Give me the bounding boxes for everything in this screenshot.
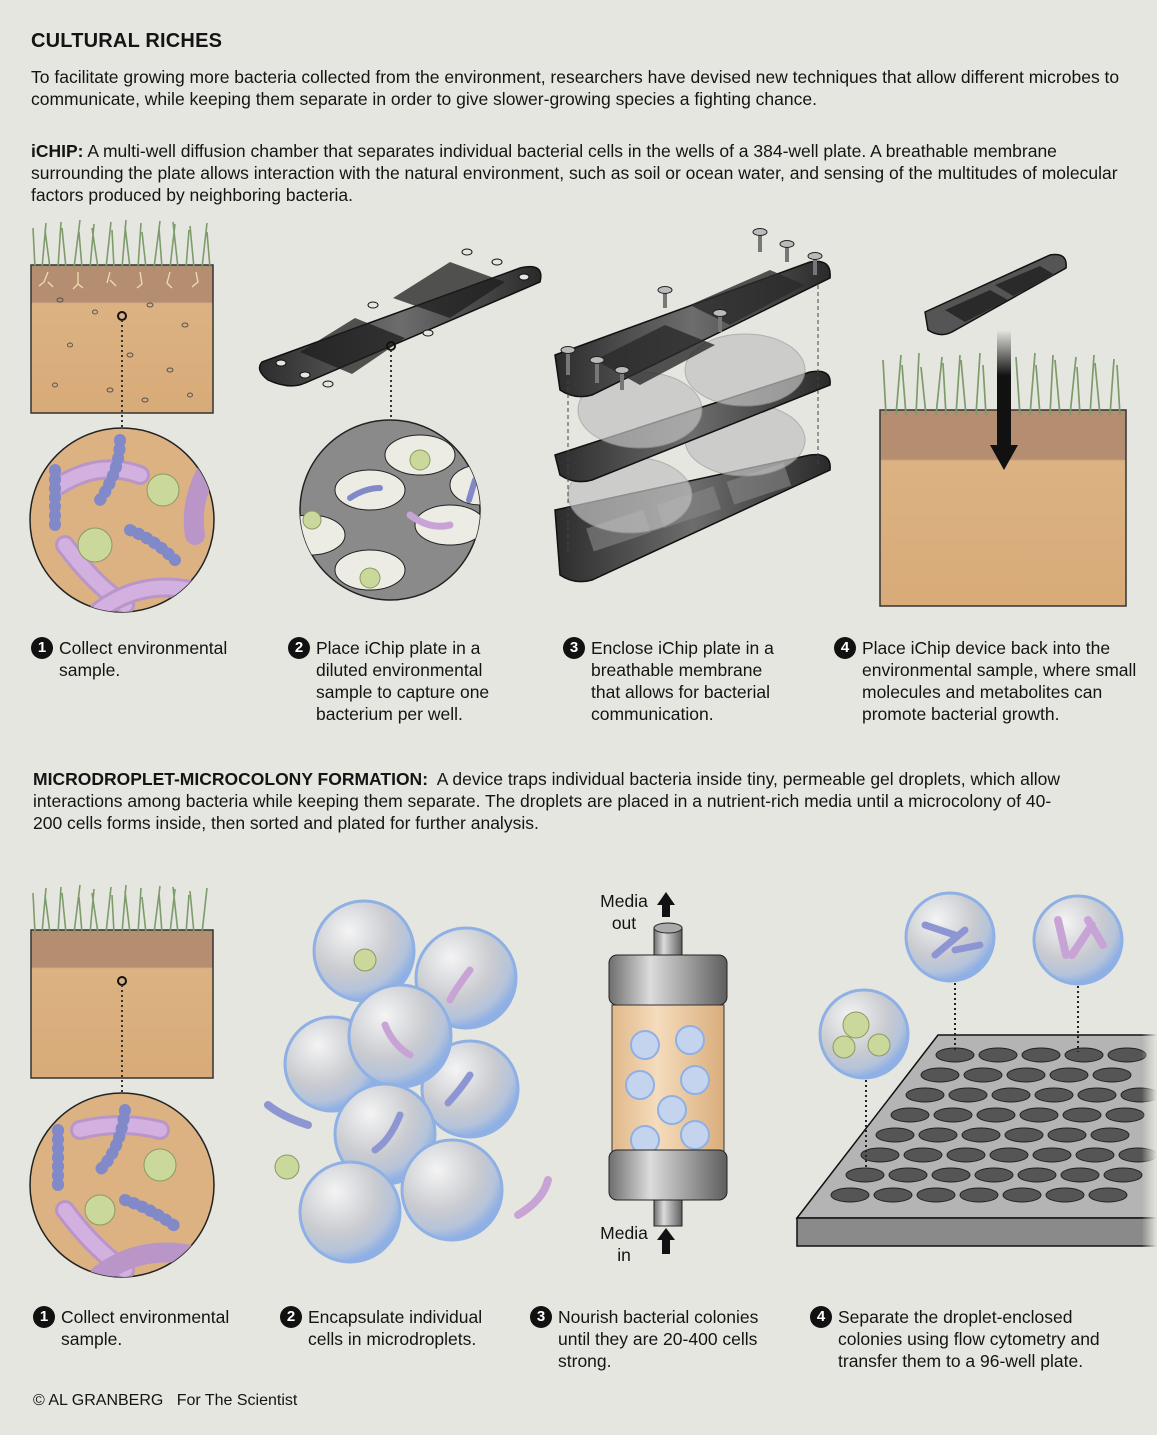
step-number-badge: 4 [834, 637, 856, 659]
step-text: Collect environmental sample. [59, 638, 228, 680]
microdroplet-step-4: 4 Separate the droplet-enclosed colonies… [810, 1306, 1130, 1372]
step-number-badge: 1 [31, 637, 53, 659]
ichip-step-3: 3 Enclose iChip plate in a breathable me… [563, 637, 803, 725]
page-title: CULTURAL RICHES [31, 30, 223, 52]
step-text: Place iChip plate in a diluted environme… [316, 638, 490, 724]
ichip-description: iCHIP: A multi-well diffusion chamber th… [31, 140, 1126, 206]
step-text: Encapsulate individual cells in microdro… [308, 1307, 483, 1349]
microdroplet-description-text: A device traps individual bacteria insid… [33, 769, 1061, 833]
step-number-badge: 2 [288, 637, 310, 659]
step-text: Collect environmental sample. [61, 1307, 230, 1349]
microdroplet-step-2: 2 Encapsulate individual cells in microd… [280, 1306, 510, 1350]
ichip-plate [258, 248, 542, 420]
step-number-badge: 4 [810, 1306, 832, 1328]
microdroplet-label: MICRODROPLET-MICROCOLONY FORMATION: [33, 769, 429, 789]
ichip-step-4: 4 Place iChip device back into the envir… [834, 637, 1144, 725]
media-in-line1: Media [600, 1223, 648, 1243]
microdroplet-step-3: 3 Nourish bacterial colonies until they … [530, 1306, 780, 1372]
media-out-line1: Media [600, 891, 648, 911]
96-well-plate [795, 891, 1157, 1250]
step-text: Enclose iChip plate in a breathable memb… [591, 638, 774, 724]
copyright: © AL GRANBERG [33, 1392, 164, 1409]
step-number-badge: 3 [530, 1306, 552, 1328]
soil-sample-1 [30, 219, 214, 428]
magnified-wells [299, 419, 481, 601]
ichip-step-1: 1 Collect environmental sample. [31, 637, 251, 681]
intro-text: To facilitate growing more bacteria coll… [31, 67, 1120, 109]
magnified-bacteria-2 [29, 1092, 215, 1278]
ichip-label: iCHIP: [31, 141, 84, 161]
ichip-step-2: 2 Place iChip plate in a diluted environ… [288, 637, 518, 725]
publication: For The Scientist [176, 1392, 298, 1409]
microdroplet-description: MICRODROPLET-MICROCOLONY FORMATION: A de… [33, 768, 1073, 834]
ichip-device-into-soil [879, 253, 1127, 607]
step-number-badge: 3 [563, 637, 585, 659]
microdroplets-cluster [264, 899, 552, 1264]
media-in-line2: in [617, 1245, 631, 1265]
step-text: Separate the droplet-enclosed colonies u… [838, 1307, 1100, 1371]
step-text: Place iChip device back into the environ… [862, 638, 1137, 724]
magnified-bacteria-1 [29, 427, 215, 613]
microdroplet-step-1: 1 Collect environmental sample. [33, 1306, 253, 1350]
step-number-badge: 2 [280, 1306, 302, 1328]
step-number-badge: 1 [33, 1306, 55, 1328]
media-in-label: Media in [595, 1222, 653, 1266]
media-out-label: Media out [595, 890, 653, 934]
bioreactor-column [608, 892, 728, 1254]
exploded-ichip-assembly [554, 228, 831, 583]
credit-line: © AL GRANBERG For The Scientist [33, 1392, 297, 1410]
ichip-description-text: A multi-well diffusion chamber that sepa… [31, 141, 1118, 205]
media-out-line2: out [611, 913, 637, 933]
step-text: Nourish bacterial colonies until they ar… [558, 1307, 759, 1371]
soil-sample-2 [30, 884, 214, 1093]
